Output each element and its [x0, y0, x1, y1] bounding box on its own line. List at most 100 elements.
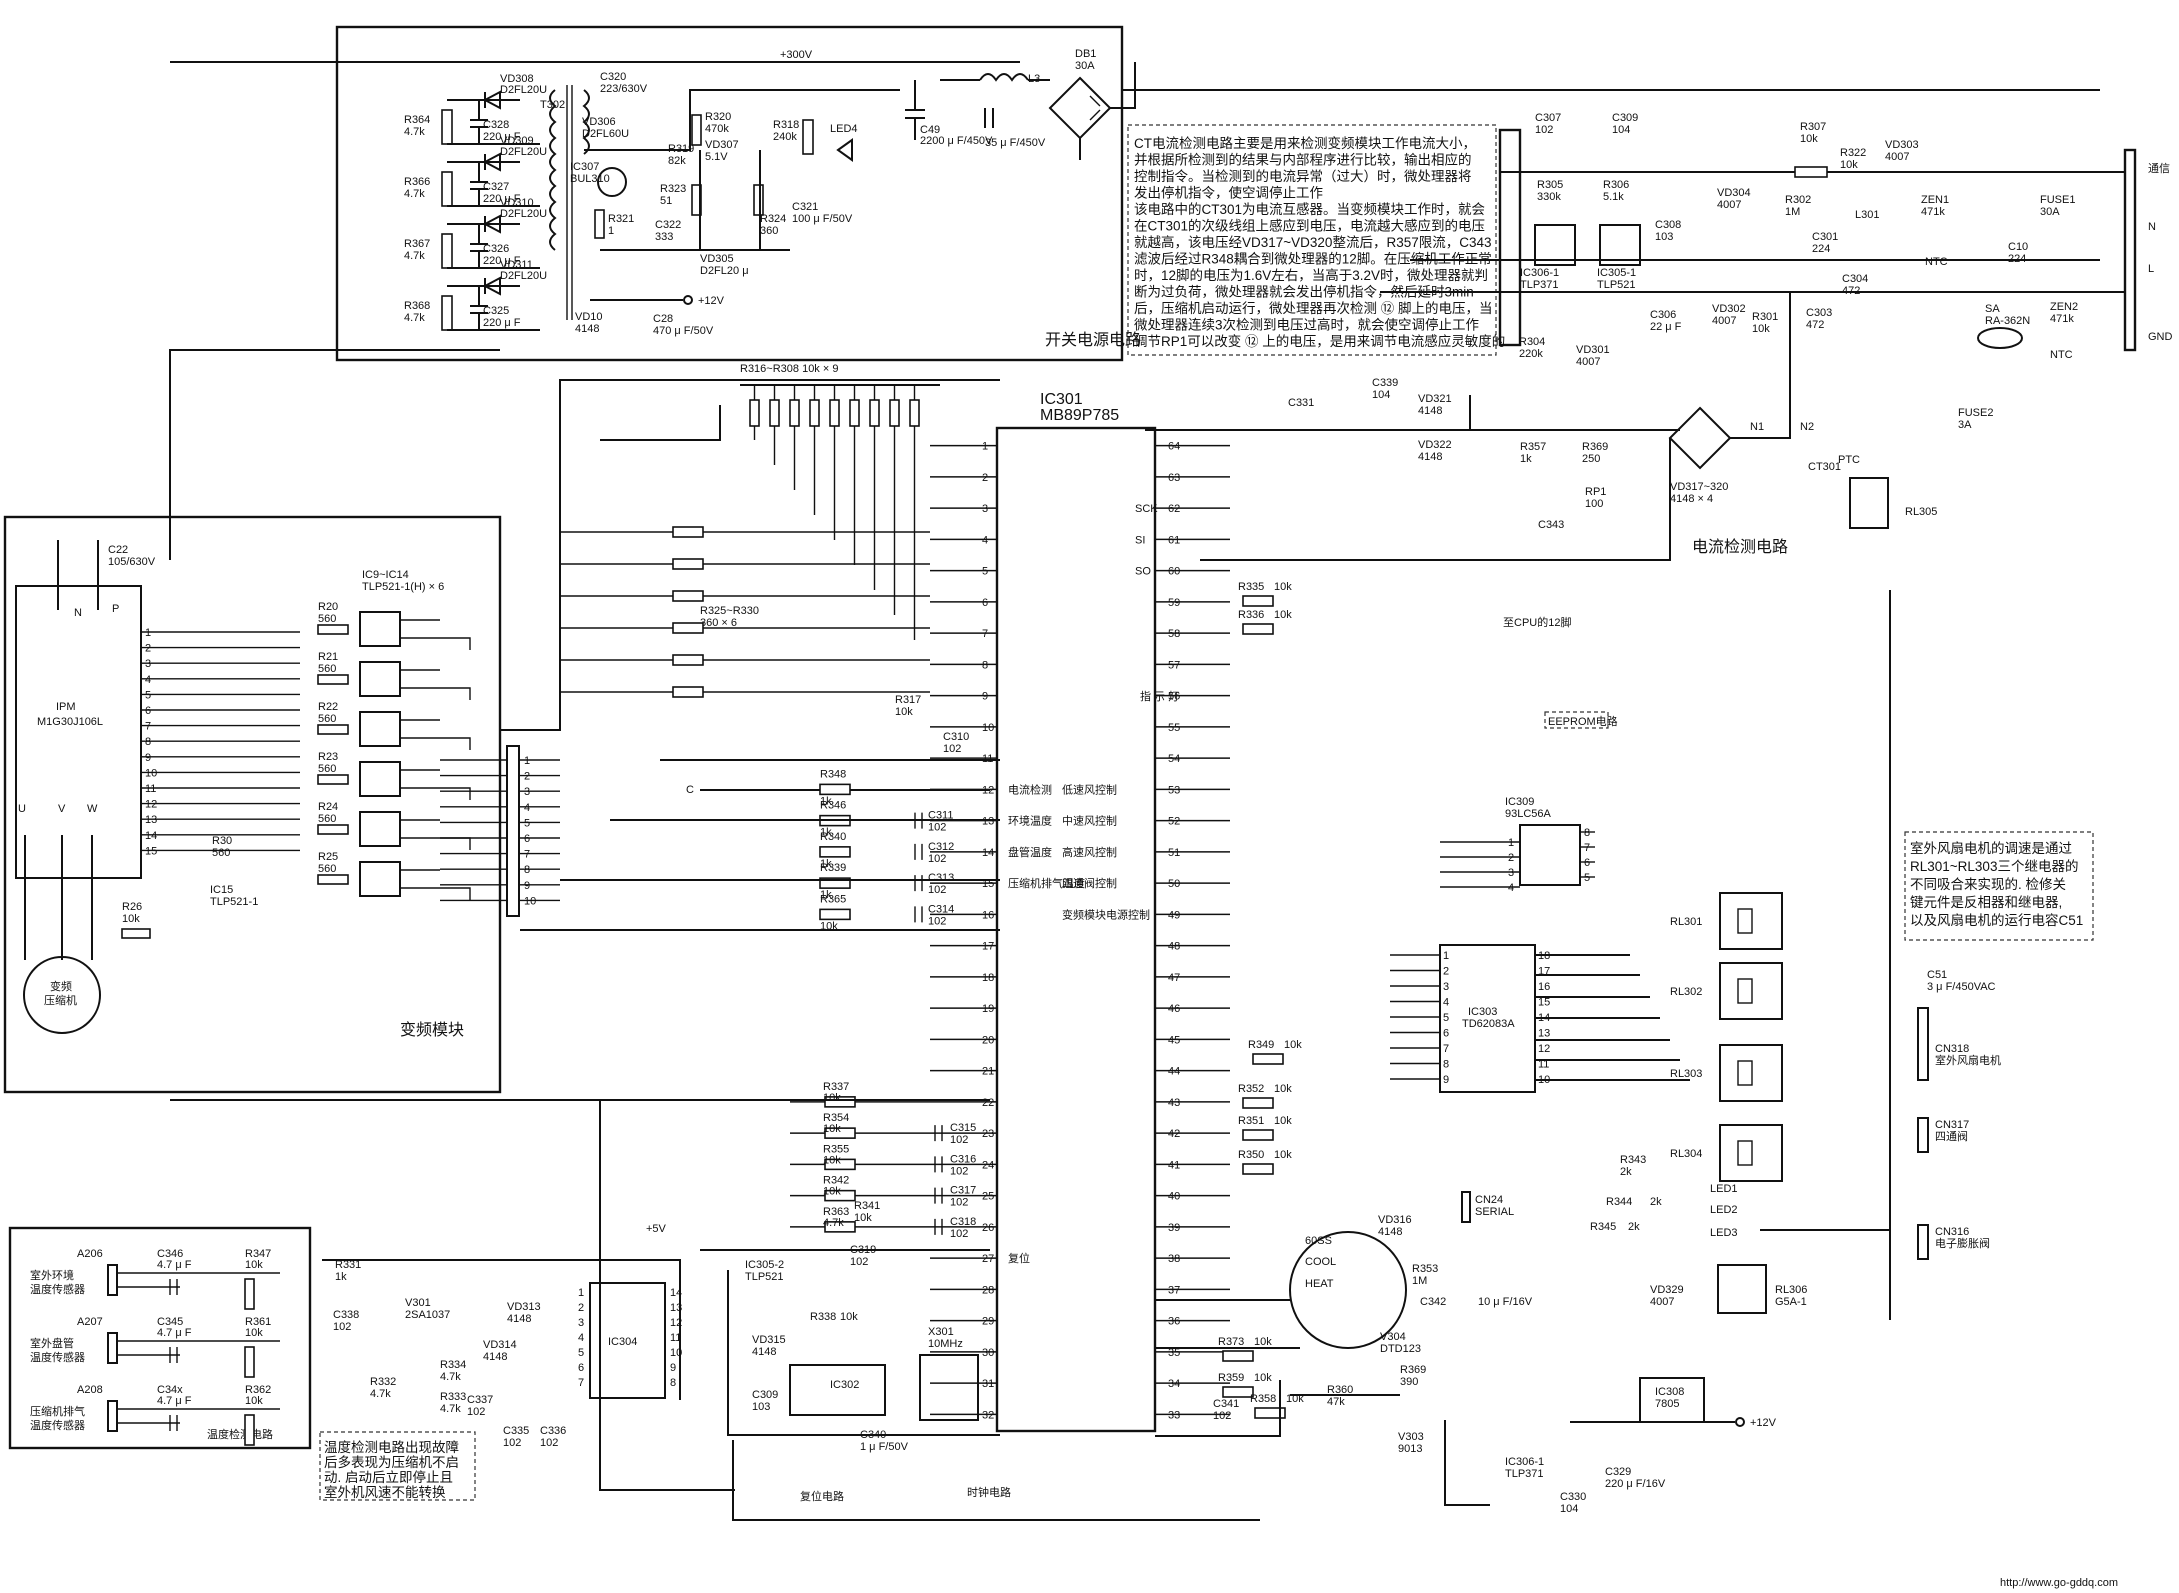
- svg-text:C28: C28: [653, 313, 673, 325]
- svg-text:R344: R344: [1606, 1196, 1632, 1208]
- svg-text:47k: 47k: [1327, 1396, 1345, 1408]
- svg-text:102: 102: [503, 1437, 521, 1449]
- svg-text:472: 472: [1806, 319, 1824, 331]
- svg-text:R345: R345: [1590, 1221, 1616, 1233]
- svg-text:4.7k: 4.7k: [370, 1388, 391, 1400]
- resistor-r349: [1252, 1053, 1284, 1065]
- resistor-r358: [1254, 1407, 1286, 1419]
- svg-text:VD313: VD313: [507, 1301, 541, 1313]
- input-cap-value: 102: [950, 1228, 968, 1240]
- svg-text:V301: V301: [405, 1297, 431, 1309]
- svg-text:C51: C51: [1927, 969, 1947, 981]
- mcu-left-pin: 17: [982, 941, 994, 953]
- adc-resistor-value: 1k: [820, 858, 832, 870]
- resistor-r336: [1242, 623, 1274, 635]
- sensor-connector-ref: A208: [77, 1384, 103, 1396]
- sensor-cap-value: 4.7 μ F: [157, 1395, 192, 1407]
- svg-text:4007: 4007: [1717, 199, 1741, 211]
- svg-text:TD62083A: TD62083A: [1462, 1018, 1515, 1030]
- ipm-connector: [506, 745, 520, 917]
- svg-text:4007: 4007: [1712, 315, 1736, 327]
- svg-text:R30: R30: [212, 835, 232, 847]
- svg-text:2k: 2k: [1650, 1196, 1662, 1208]
- input-cap-value: 102: [950, 1134, 968, 1146]
- svg-text:IPM: IPM: [56, 701, 76, 713]
- secondary-diode-value: D2FL20U: [500, 270, 547, 282]
- input-resistor-value: 4.7k: [823, 1217, 844, 1229]
- svg-text:TLP521: TLP521: [745, 1271, 784, 1283]
- svg-text:R343: R343: [1620, 1154, 1646, 1166]
- optocoupler: [359, 811, 401, 847]
- relay-rl303: [1719, 1044, 1783, 1102]
- svg-text:FUSE1: FUSE1: [2040, 194, 2075, 206]
- mcu-left-pin: 8: [982, 659, 988, 671]
- mcu-left-pin: 13: [982, 816, 994, 828]
- ct-note-line: 在CT301的次级线组上感应到电压，电流越大感应到的电压: [1134, 218, 1485, 234]
- pullup-resistor: [869, 399, 880, 427]
- resistor-r368: [441, 295, 453, 331]
- svg-text:4148: 4148: [507, 1313, 531, 1325]
- mcu-right-pin: 60: [1168, 566, 1180, 578]
- ipm-block: [15, 585, 142, 879]
- svg-text:VD302: VD302: [1712, 303, 1746, 315]
- mcu-input-label: 环境温度: [1008, 814, 1052, 828]
- mcu-right-pin: 43: [1168, 1097, 1180, 1109]
- svg-text:2k: 2k: [1628, 1221, 1640, 1233]
- adc-resistor-r365: [819, 908, 851, 921]
- svg-text:C301: C301: [1812, 231, 1838, 243]
- svg-text:NTC: NTC: [1925, 256, 1948, 268]
- svg-text:5.1k: 5.1k: [1603, 191, 1624, 203]
- connector-cn317: [1917, 1117, 1929, 1153]
- ipm-resistor-value: 560: [318, 663, 336, 675]
- svg-text:TLP521-1(H) × 6: TLP521-1(H) × 6: [362, 581, 444, 593]
- switching-power-supply: 开关电源电路 +300V DB1 30A L3 C49 2200 μ F/450…: [170, 25, 1141, 362]
- resistor-ref: R336: [1238, 609, 1264, 621]
- current-detect-title: 电流检测电路: [1692, 538, 1788, 556]
- resistor-value: 10k: [1274, 1115, 1292, 1127]
- svg-text:G5A-1: G5A-1: [1775, 1296, 1807, 1308]
- temp-circuit-title: 温度检测电路: [207, 1427, 273, 1441]
- svg-text:IC305-1: IC305-1: [1597, 267, 1636, 279]
- resistor-r22: [317, 724, 349, 735]
- mcu-part: MB89P785: [1040, 407, 1119, 424]
- sensor-resistor-ref: R361: [245, 1316, 271, 1328]
- adc-resistor-value: 1k: [820, 795, 832, 807]
- adc-resistor-ref: R365: [820, 893, 846, 905]
- pullup-resistor: [789, 399, 800, 427]
- eeprom-pin: 4: [1508, 882, 1514, 894]
- svg-text:C329: C329: [1605, 1466, 1631, 1478]
- svg-text:C10: C10: [2008, 241, 2028, 253]
- secondary-cap-value: 220 μ F: [483, 193, 521, 205]
- mcu-left-pin: 21: [982, 1066, 994, 1078]
- resistor-ref: R351: [1238, 1115, 1264, 1127]
- relay-driver-section: IC303 TD62083A 1234567891817161514131211…: [1390, 590, 2094, 1320]
- svg-text:2200 μ F/450V: 2200 μ F/450V: [920, 135, 993, 147]
- ipm-pin-number: 14: [145, 830, 157, 842]
- ipm-connector-pin: 2: [524, 771, 530, 783]
- adc-cap-value: 102: [928, 915, 946, 927]
- input-cap-ref: C316: [950, 1153, 976, 1165]
- optocoupler: [359, 711, 401, 747]
- svg-text:IC306-1: IC306-1: [1505, 1456, 1544, 1468]
- ipm-connector-pin: 1: [524, 755, 530, 767]
- mcu-left-pin: 9: [982, 691, 988, 703]
- input-resistor-value: 10k: [823, 1092, 841, 1104]
- svg-text:IC308: IC308: [1655, 1386, 1684, 1398]
- ct-note-line: 控制指令。当检测到的电流异常（过大）时，微处理器将: [1134, 169, 1472, 184]
- mcu-left-pin: 15: [982, 878, 994, 890]
- input-resistor-ref: R355: [823, 1143, 849, 1155]
- sensor-name: 室外盘管: [30, 1336, 74, 1350]
- svg-text:471k: 471k: [2050, 313, 2074, 325]
- mcu-left-pin: 14: [982, 847, 994, 859]
- svg-text:C308: C308: [1655, 219, 1681, 231]
- resistor-r324: [753, 184, 764, 216]
- rail-300v-label: +300V: [780, 49, 813, 61]
- svg-text:471k: 471k: [1921, 206, 1945, 218]
- svg-text:BUL310: BUL310: [570, 173, 610, 185]
- adc-cap-ref: C311: [928, 810, 953, 822]
- svg-text:250: 250: [1582, 453, 1600, 465]
- input-resistor-value: 10k: [823, 1186, 841, 1198]
- svg-text:102: 102: [850, 1256, 868, 1268]
- relay-rl304: [1719, 1124, 1783, 1182]
- resistor-r20: [317, 624, 349, 635]
